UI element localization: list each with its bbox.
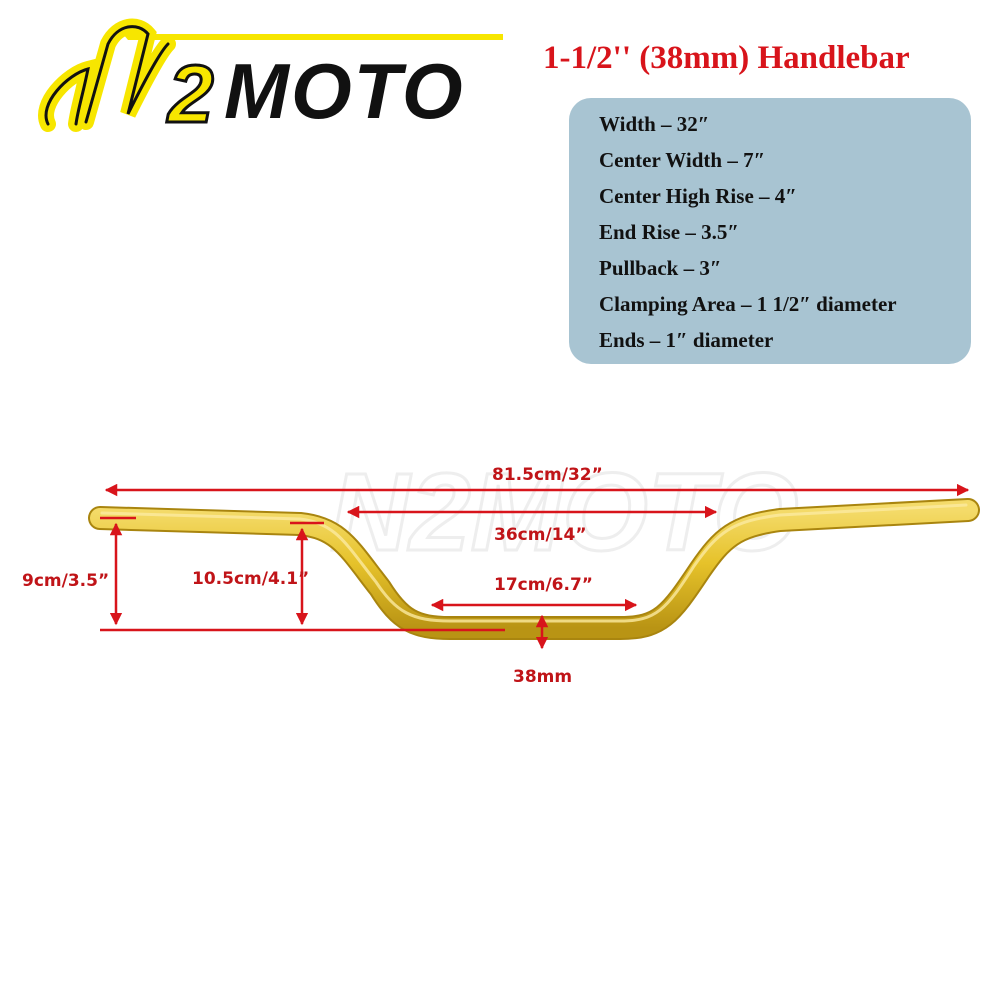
handlebar-diagram: N2MOTO 81.5cm/32” 36cm/14” 17cm/6.7” 9cm… xyxy=(22,450,980,687)
spec-card: Width – 32″ Center Width – 7″ Center Hig… xyxy=(569,98,971,364)
spec-clamping-area: Clamping Area – 1 1/2″ diameter xyxy=(599,292,897,316)
clamp-diameter-label: 38mm xyxy=(513,667,572,687)
n2moto-logo: 2 MOTO xyxy=(38,18,503,134)
logo-moto: MOTO xyxy=(224,47,465,134)
center-rise-label: 10.5cm/4.1” xyxy=(192,569,309,589)
logo-two: 2 xyxy=(166,49,214,134)
page-title: 1-1/2'' (38mm) Handlebar xyxy=(543,40,910,76)
center-width-label: 17cm/6.7” xyxy=(494,575,593,595)
spec-pullback: Pullback – 3″ xyxy=(599,256,722,280)
overall-width-label: 81.5cm/32” xyxy=(492,465,603,485)
spec-center-width: Center Width – 7″ xyxy=(599,148,766,172)
logo-n-outline xyxy=(44,25,170,126)
end-rise-label: 9cm/3.5” xyxy=(22,571,109,591)
spec-width: Width – 32″ xyxy=(599,112,710,136)
logo-swoosh xyxy=(123,34,503,40)
inner-width-label: 36cm/14” xyxy=(494,525,587,545)
spec-ends: Ends – 1″ diameter xyxy=(599,328,774,352)
spec-end-rise: End Rise – 3.5″ xyxy=(599,220,739,244)
handlebar-highlight xyxy=(100,503,968,623)
spec-center-rise: Center High Rise – 4″ xyxy=(599,184,797,208)
